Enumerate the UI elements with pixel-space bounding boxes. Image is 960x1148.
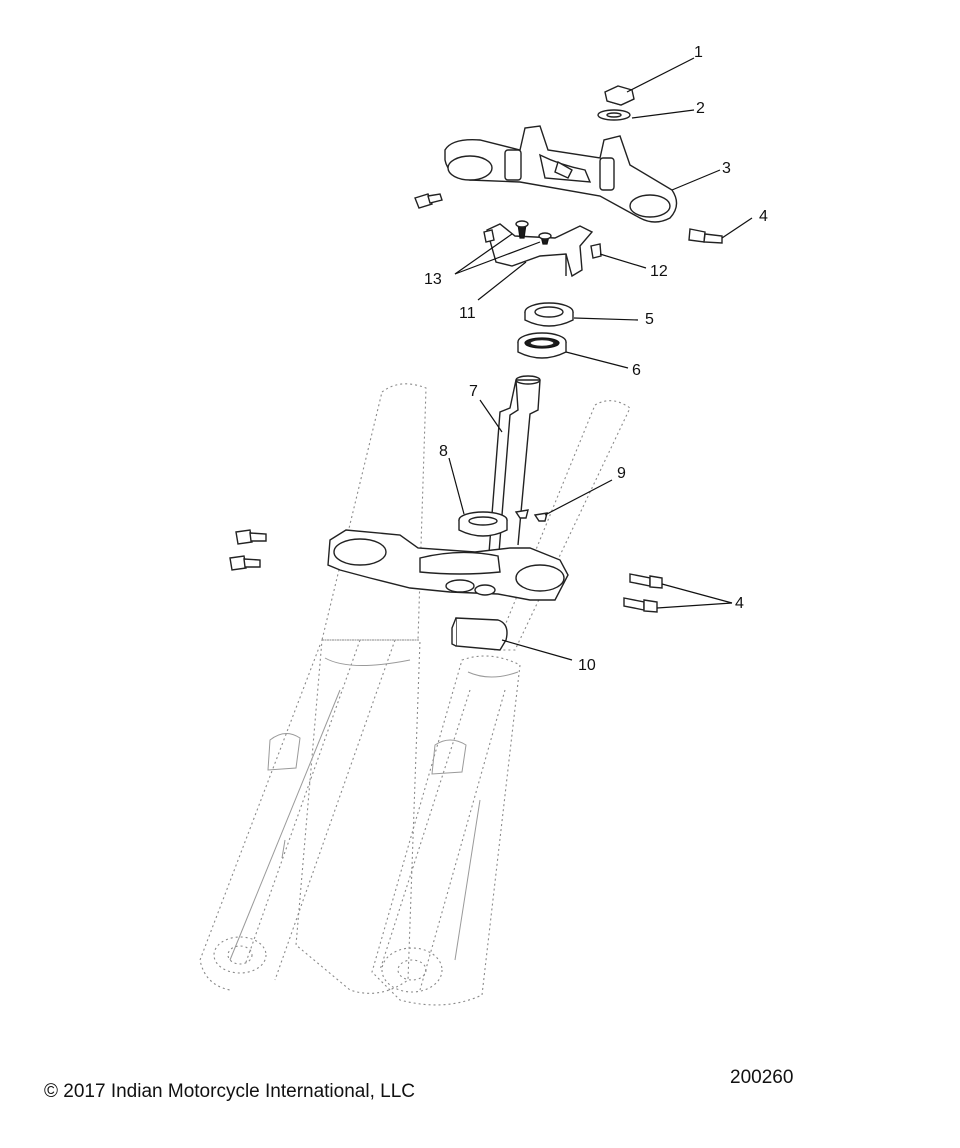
callout-9: 9	[617, 465, 626, 482]
right-fork-tube	[371, 400, 631, 1006]
part-3-upper-triple-clamp	[444, 125, 678, 223]
figure-number: 200260	[730, 1067, 793, 1088]
part-13-bolts	[483, 220, 552, 245]
callout-10: 10	[578, 657, 596, 674]
part-1-nut	[604, 85, 635, 106]
part-4-bolts-lower	[623, 573, 663, 613]
part-10-block	[451, 617, 508, 651]
bolts-lower-left	[229, 529, 267, 571]
leader-lines	[448, 57, 753, 661]
part-11-bracket	[486, 223, 594, 278]
callout-4-lower: 4	[735, 595, 744, 612]
callout-7: 7	[469, 383, 478, 400]
part-8-lower-bearing	[458, 511, 508, 537]
callout-5: 5	[645, 311, 654, 328]
callout-3: 3	[722, 160, 731, 177]
callout-13: 13	[424, 271, 442, 288]
callout-2: 2	[696, 100, 705, 117]
part-5-bearing-nut	[524, 302, 574, 327]
bolt-upper-left	[414, 193, 443, 209]
part-6-bearing	[517, 332, 567, 359]
part-7-steering-stem	[487, 375, 541, 567]
part-4-bolt-upper	[688, 228, 723, 244]
callout-11: 11	[459, 305, 476, 322]
part-2-washer	[597, 109, 631, 121]
part-12-screw	[590, 243, 602, 259]
part-9-screws	[514, 509, 548, 522]
callout-12: 12	[650, 263, 668, 280]
left-fork-tube	[199, 383, 427, 994]
callout-4-upper: 4	[759, 208, 768, 225]
copyright-notice: © 2017 Indian Motorcycle International, …	[44, 1081, 415, 1102]
callout-1: 1	[694, 44, 703, 61]
callout-8: 8	[439, 443, 448, 460]
callout-6: 6	[632, 362, 641, 379]
lower-triple-clamp	[327, 529, 569, 601]
